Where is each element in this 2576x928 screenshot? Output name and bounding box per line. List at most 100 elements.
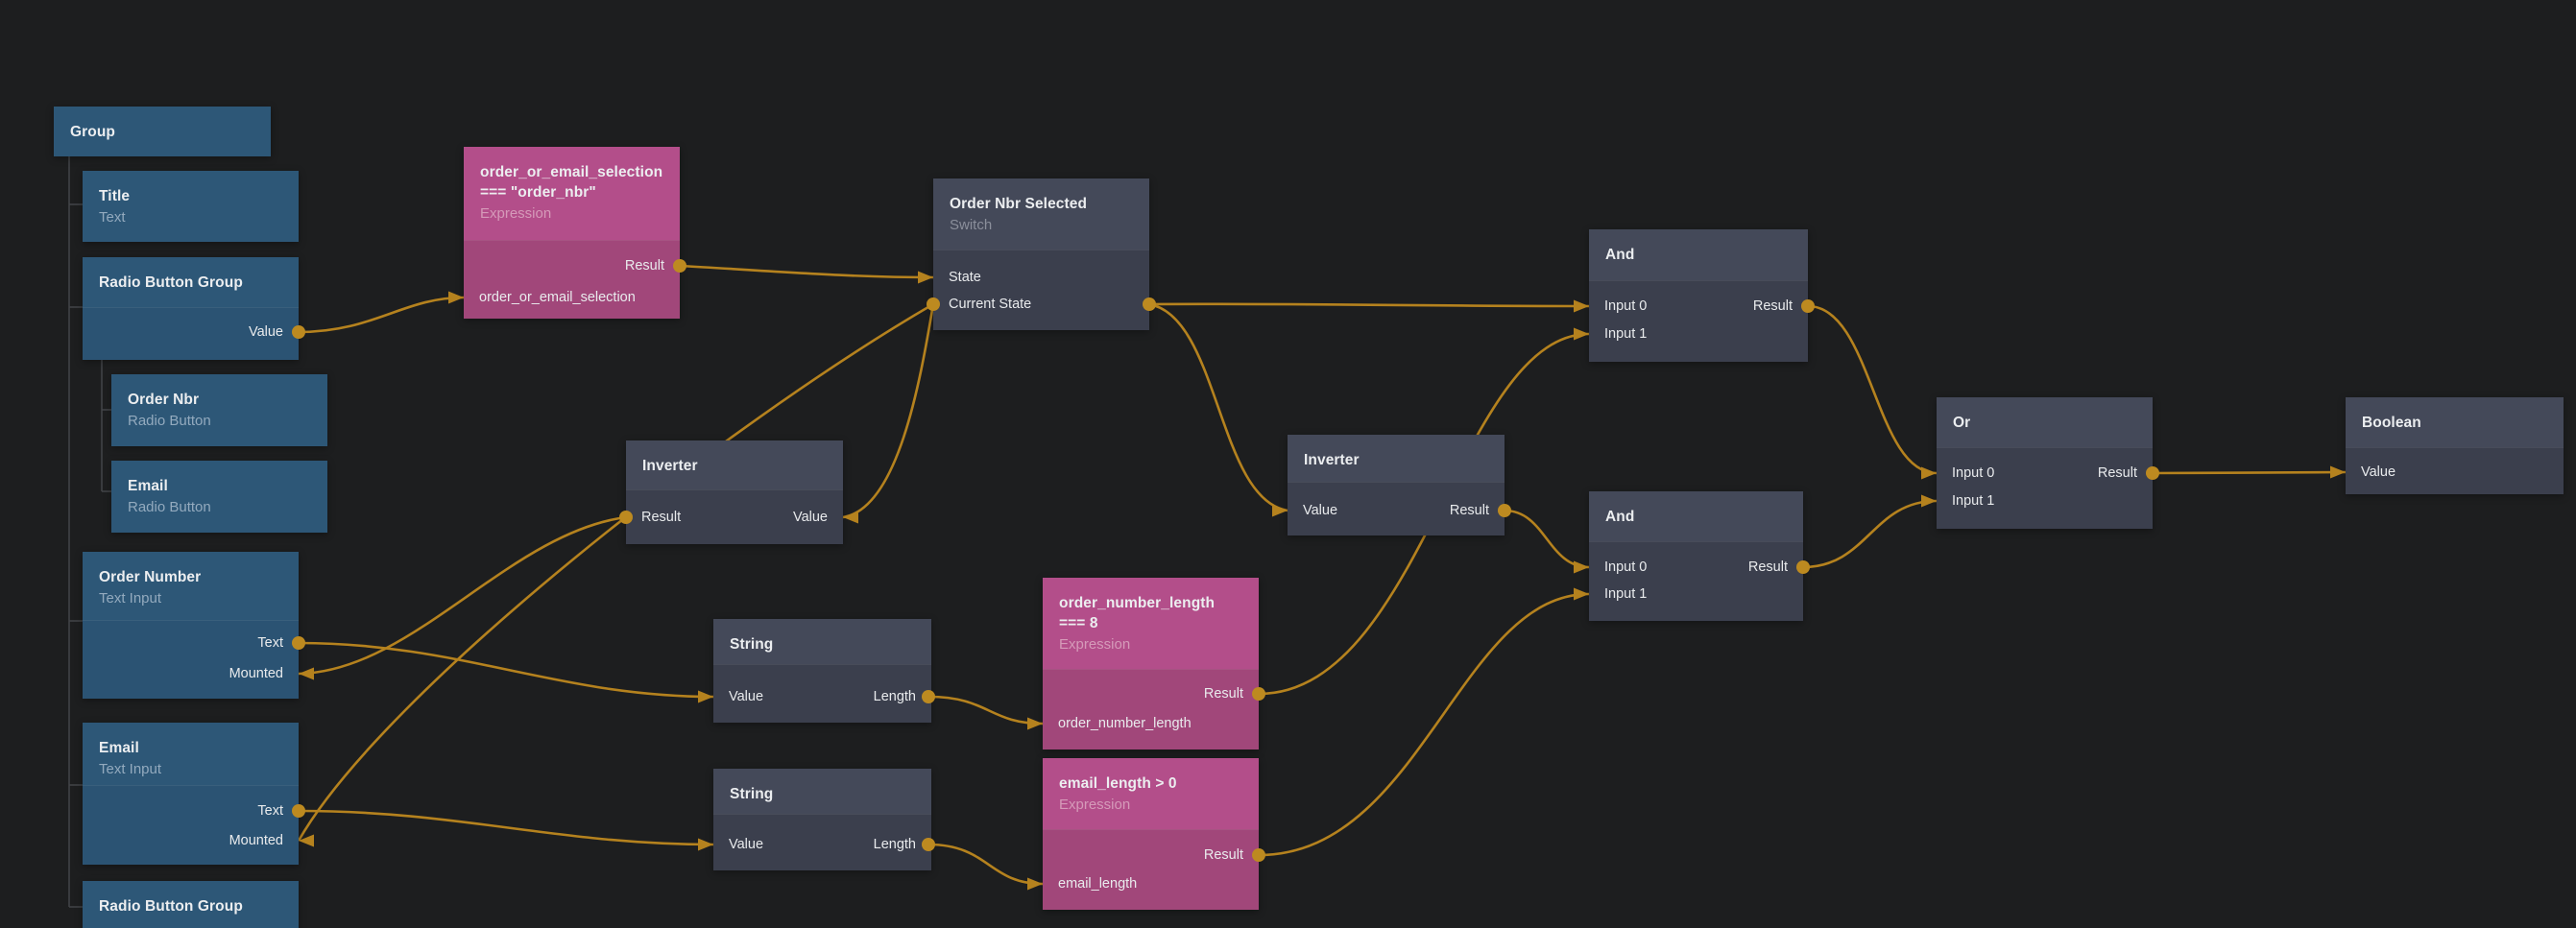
port-label[interactable]: Result [1203,847,1243,863]
input-port-arrow-icon[interactable] [918,271,933,284]
node-radio-button-group-2[interactable]: Radio Button Group [83,881,299,928]
output-port-dot[interactable] [1498,504,1511,517]
port-label[interactable]: order_or_email_selection [479,290,636,305]
input-port-arrow-icon[interactable] [299,834,314,847]
output-port-dot[interactable] [292,325,305,339]
input-port-arrow-icon[interactable] [698,838,713,851]
output-port-dot[interactable] [1796,560,1810,574]
node-group[interactable]: Group [54,107,271,156]
output-port-dot[interactable] [2146,466,2159,480]
port-label[interactable]: Result [1203,686,1243,702]
port-label[interactable]: Length [873,837,916,852]
port-label[interactable]: Mounted [229,833,283,848]
output-port-dot[interactable] [1801,299,1815,313]
connection-wire[interactable]: switch.Current State -> inverter-1.Value [842,303,935,519]
port-label[interactable]: Value [729,689,764,704]
input-port-arrow-icon[interactable] [299,667,314,680]
connection-wire[interactable]: inverter-1.Result -> order-number-input.… [298,515,627,676]
port-label[interactable]: Value [729,837,764,852]
port-label[interactable]: Value [792,510,828,525]
port-label[interactable]: Value [2361,464,2396,480]
connection-wire[interactable]: and-2.Result -> or.Input 1 [1802,499,1938,569]
port-label[interactable]: Input 1 [1952,493,1995,509]
port-label[interactable]: Result [1747,559,1788,575]
port-label[interactable]: Input 0 [1604,298,1648,314]
output-port-dot[interactable] [927,297,940,311]
node-header: Or [1937,397,2153,433]
output-port-dot[interactable] [922,690,935,703]
port-label[interactable]: Current State [949,297,1032,312]
input-port-arrow-icon[interactable] [448,291,464,304]
port-label[interactable]: Result [1752,298,1793,314]
input-port-arrow-icon[interactable] [1574,587,1589,601]
input-port-arrow-icon[interactable] [2330,465,2346,479]
port-label[interactable]: Result [641,510,682,525]
connection-wire[interactable]: string-1.Length -> expr-order-number-len… [927,695,1044,726]
connection-wire[interactable]: email-text-input.Text -> string-2.Value [298,809,714,846]
input-port-arrow-icon[interactable] [1574,299,1589,313]
connection-wire[interactable]: switch.Current State -> email-text-input… [297,302,934,842]
input-port-arrow-icon[interactable] [1272,504,1288,517]
port-label[interactable]: Value [248,324,283,340]
output-port-dot[interactable] [292,804,305,818]
output-port-dot[interactable] [292,636,305,650]
port-label[interactable]: Input 0 [1604,559,1648,575]
connection-wire[interactable]: order-number-input.Text -> string-1.Valu… [298,641,714,699]
input-port-arrow-icon[interactable] [1574,560,1589,574]
port-label[interactable]: Input 1 [1604,326,1648,342]
input-port-arrow-icon[interactable] [1027,877,1043,891]
connection-wire[interactable]: radio-button-group.Value -> expr-order-o… [298,296,465,334]
connection-wire[interactable]: and-1.Result -> or.Input 0 [1807,304,1938,475]
connection-wire[interactable]: string-2.Length -> expr-email-length.ema… [927,843,1044,886]
port-label[interactable]: Text [257,635,283,651]
port-label[interactable]: Mounted [229,666,283,681]
connection-wire[interactable]: expr-email-length.Result -> and-2.Input … [1258,592,1590,857]
port-label[interactable]: Length [873,689,916,704]
connection-wire[interactable]: switch.Current State -> and-1.Input 0 [1148,302,1590,308]
port-label[interactable]: State [949,270,981,285]
connection-wire[interactable]: switch.Current State -> inverter-2.Value [1148,302,1288,512]
port-label[interactable]: order_number_length [1058,716,1192,731]
output-port-dot[interactable] [922,838,935,851]
output-port-dot[interactable] [1143,297,1156,311]
output-port-dot[interactable] [673,259,686,273]
input-port-arrow-icon[interactable] [1574,327,1589,341]
input-port-arrow-icon[interactable] [1921,494,1937,508]
port-label[interactable]: Text [257,803,283,819]
node-expr-order-or-email[interactable]: order_or_email_selection=== "order_nbr"E… [464,147,680,319]
port-label[interactable]: Input 0 [1952,465,1995,481]
input-port-arrow-icon[interactable] [1027,717,1043,730]
port-label[interactable]: Input 1 [1604,586,1648,602]
input-port-arrow-icon[interactable] [843,511,858,524]
output-port-dot[interactable] [1252,848,1265,862]
input-port-arrow-icon[interactable] [1921,466,1937,480]
port-label[interactable]: Result [624,258,664,274]
port-label[interactable]: email_length [1058,876,1138,892]
connection-wire[interactable]: or.Result -> boolean.Value [2152,470,2347,475]
output-port-dot[interactable] [1252,687,1265,701]
input-port-arrow-icon[interactable] [698,690,713,703]
connection-wire[interactable]: expr-order-or-email.Result -> switch.Sta… [679,264,934,279]
port-label[interactable]: Value [1303,503,1338,518]
port-label[interactable]: Result [2097,465,2137,481]
output-port-dot[interactable] [619,511,633,524]
port-label[interactable]: Result [1449,503,1489,518]
